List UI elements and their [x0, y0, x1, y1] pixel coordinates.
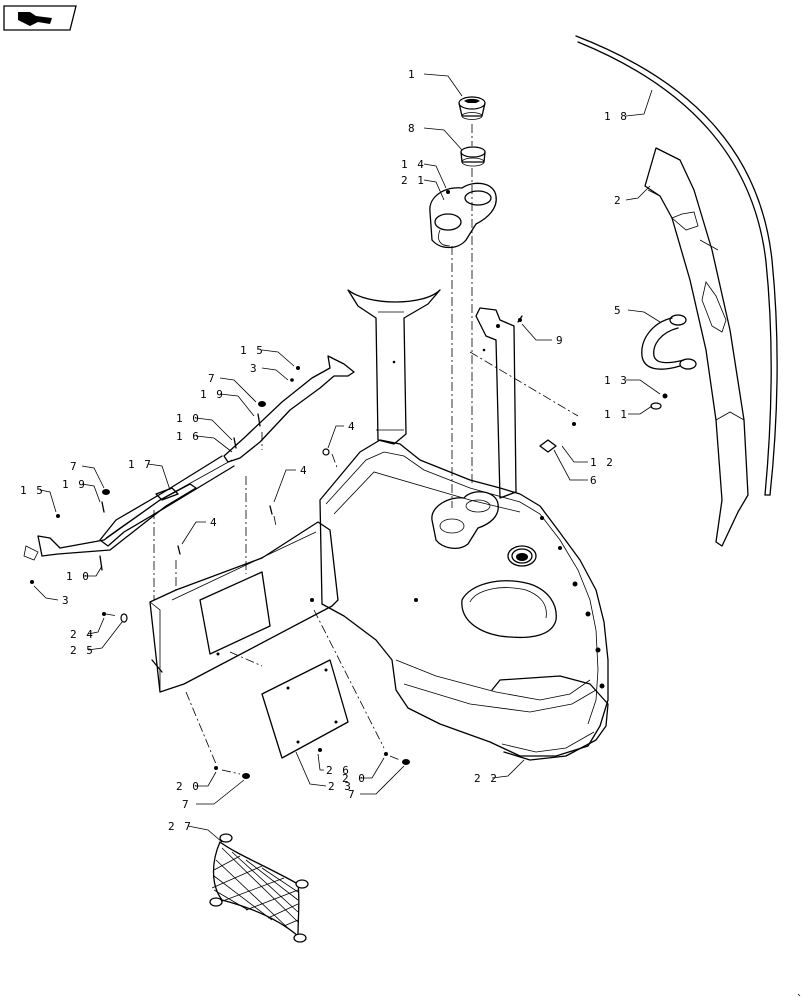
part-plate-23: [261, 659, 349, 759]
callout-labels: 1 8 1 4 2 1 1 8 2 9 5 1 3 1 1 1 2 6 1 5 …: [20, 68, 628, 833]
callout-10-upper: 1 0: [176, 412, 200, 425]
callout-3-lower: 3: [62, 594, 70, 607]
callout-15-lower: 1 5: [20, 484, 44, 497]
callout-11: 1 1: [604, 408, 628, 421]
callout-4-b: 4: [300, 464, 308, 477]
part-pillar-trim: [644, 147, 749, 547]
part-c-pillar-trim: [475, 307, 517, 499]
part-pin-4b: [269, 505, 273, 515]
callout-21: 2 1: [401, 174, 425, 187]
leader-lines: [33, 73, 661, 843]
callout-5: 5: [614, 304, 622, 317]
callout-13: 1 3: [604, 374, 628, 387]
arrow-badge-icon[interactable]: [3, 5, 77, 31]
part-screw-10-upper: [233, 437, 237, 449]
callout-24: 2 4: [70, 628, 94, 641]
part-nut-7-right: [402, 759, 410, 765]
part-clip-3-lower: [30, 580, 34, 584]
callout-4-a: 4: [348, 420, 356, 433]
part-pin-4a: [322, 448, 330, 456]
part-rear-side-panel: [319, 439, 609, 761]
corner-mark: [797, 993, 801, 997]
callout-20-right: 2 0: [342, 772, 366, 785]
callout-1: 1: [408, 68, 416, 81]
part-plug-11: [650, 402, 662, 410]
callout-7-bottom-right: 7: [348, 788, 356, 801]
callout-7-bottom-left: 7: [182, 798, 190, 811]
part-clip-7-lower: [102, 489, 110, 495]
callout-3-upper: 3: [250, 362, 258, 375]
part-cup-1: [458, 96, 486, 120]
part-nut-7-left: [242, 773, 250, 779]
callout-19-lower: 1 9: [62, 478, 86, 491]
part-screw-26: [318, 748, 322, 752]
part-screw-10-lower: [99, 555, 103, 571]
callout-2: 2: [614, 194, 622, 207]
callout-7-upper: 7: [208, 372, 216, 385]
part-side-panel-upper: [149, 521, 339, 693]
part-screw-15-lower: [56, 514, 60, 518]
callout-12: 1 2: [590, 456, 614, 469]
callout-27: 2 7: [168, 820, 192, 833]
part-grab-handle: [641, 314, 697, 370]
part-screw-20-right: [384, 752, 388, 756]
callout-7-lower: 7: [70, 460, 78, 473]
callout-9: 9: [556, 334, 564, 347]
callout-18: 1 8: [604, 110, 628, 123]
callout-26: 2 6: [326, 764, 350, 777]
part-seal-strip: [575, 35, 778, 496]
part-clip-6: [539, 439, 557, 453]
part-cup-holder-21: [429, 182, 497, 249]
part-screw-15-upper: [296, 366, 300, 370]
part-cargo-net: [209, 833, 309, 943]
callout-15-upper: 1 5: [240, 344, 264, 357]
callout-6: 6: [590, 474, 598, 487]
callout-8: 8: [408, 122, 416, 135]
callout-10-lower: 1 0: [66, 570, 90, 583]
callout-25: 2 5: [70, 644, 94, 657]
callout-20-left: 2 0: [176, 780, 200, 793]
part-ring-8: [460, 146, 486, 167]
part-screw-24: [102, 612, 106, 616]
part-screw-12: [572, 422, 576, 426]
part-clip-25: [120, 613, 128, 623]
assembly-centerlines: [105, 124, 579, 775]
part-trim-strip-17: [23, 483, 197, 561]
part-screw-14: [446, 190, 450, 194]
part-screw-9: [517, 315, 523, 323]
part-screw-20-left: [214, 766, 218, 770]
part-clip-7-upper: [258, 401, 266, 407]
part-screw-13: [662, 393, 668, 399]
part-screw-19-lower: [101, 501, 105, 513]
part-trim-strip-16: [99, 355, 355, 547]
part-screw-19-upper: [257, 413, 261, 427]
part-b-pillar-trim: [347, 289, 441, 445]
callout-22: 2 2: [474, 772, 498, 785]
callout-23: 2 3: [328, 780, 352, 793]
callout-14: 1 4: [401, 158, 425, 171]
callout-17: 1 7: [128, 458, 152, 471]
callout-19-upper: 1 9: [200, 388, 224, 401]
part-clip-3-upper: [290, 378, 294, 382]
callout-16: 1 6: [176, 430, 200, 443]
part-pin-4c: [177, 545, 181, 555]
callout-4-c: 4: [210, 516, 218, 529]
